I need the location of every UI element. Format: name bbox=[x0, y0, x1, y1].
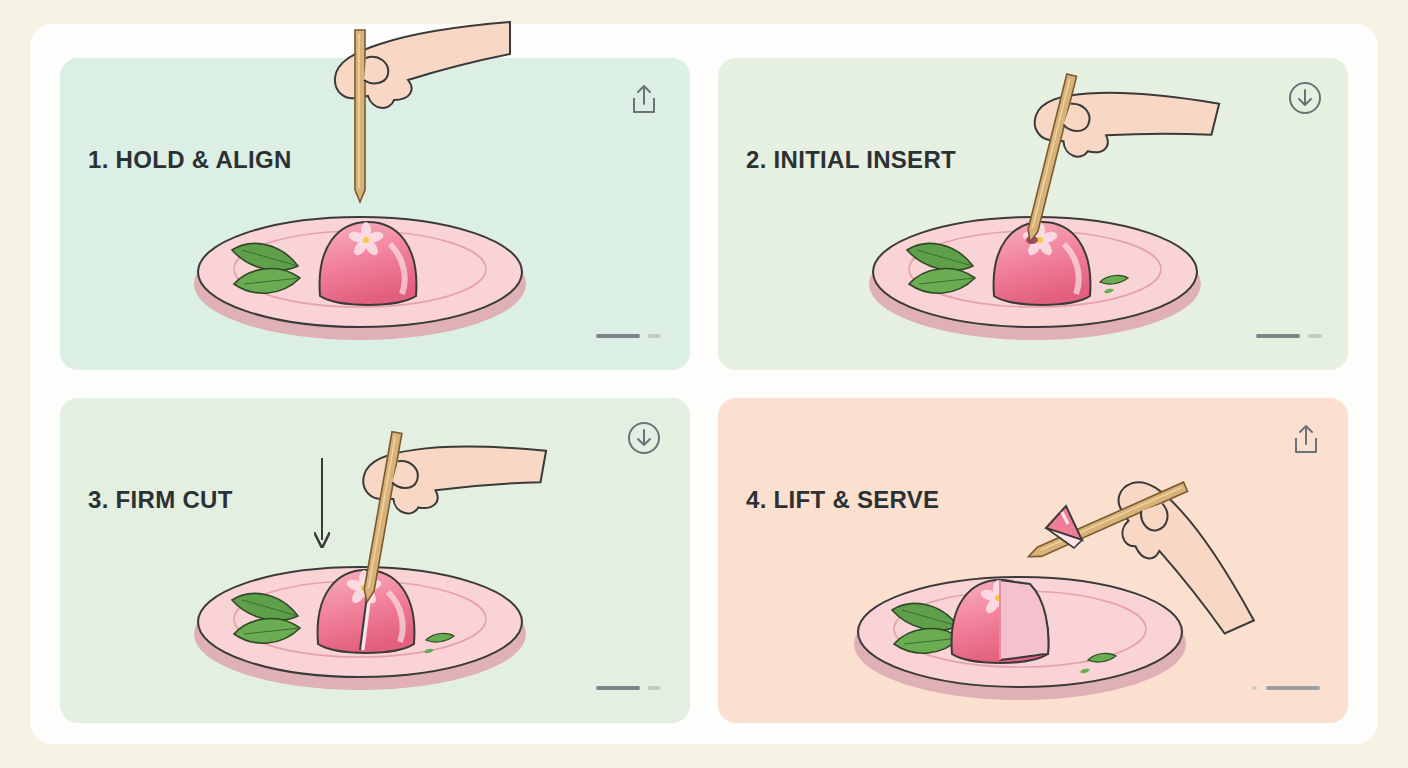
step-title: 3. FIRM CUT bbox=[88, 486, 233, 514]
step-panel: 3. FIRM CUT bbox=[60, 398, 690, 723]
step-title: 2. INITIAL INSERT bbox=[746, 146, 956, 174]
step-title: 4. LIFT & SERVE bbox=[746, 486, 939, 514]
step-title: 1. HOLD & ALIGN bbox=[88, 146, 292, 174]
step-panel: 1. HOLD & ALIGN bbox=[60, 58, 690, 370]
step-panel: 4. LIFT & SERVE bbox=[718, 398, 1348, 723]
step-panel: 2. INITIAL INSERT bbox=[718, 58, 1348, 370]
